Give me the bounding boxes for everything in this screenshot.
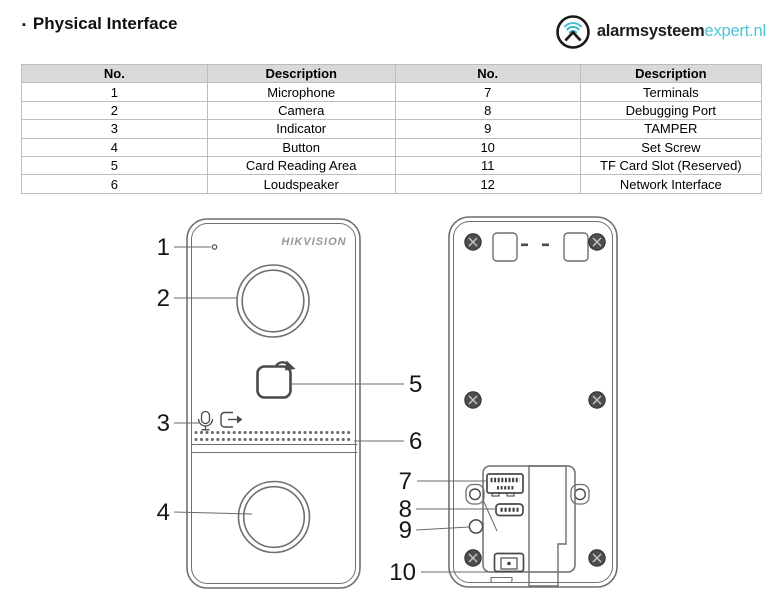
cell-desc: Loudspeaker (206, 174, 396, 194)
cell-no: 9 (394, 119, 581, 139)
cell-no: 4 (21, 137, 208, 157)
cell-desc: Indicator (206, 119, 396, 139)
table-row: 1 Microphone 7 Terminals (21, 82, 763, 102)
cell-desc: Card Reading Area (206, 155, 396, 176)
cell-no: 2 (21, 100, 208, 121)
callout-leader-lines (173, 246, 496, 573)
card-reading-area-icon (256, 360, 296, 399)
hikvision-brand-text: HIKVISION (281, 236, 346, 248)
logo-text-accent: expert.nl (704, 21, 767, 40)
screw-icon (588, 233, 606, 251)
interface-table: No. Description No. Description 1 Microp… (21, 63, 763, 194)
logo-text-bold: alarmsysteem (596, 21, 705, 40)
cell-desc: Camera (206, 100, 396, 121)
callout-label-1: 1 (157, 234, 170, 261)
table-row: 2 Camera 8 Debugging Port (21, 100, 763, 121)
camera-lens (236, 264, 310, 338)
cable-channel (528, 465, 567, 587)
cell-no: 12 (394, 174, 581, 194)
page-title: ▪ Physical Interface (22, 14, 177, 34)
back-panel-drawing (448, 216, 618, 588)
cell-desc: Debugging Port (579, 100, 763, 121)
debugging-port (495, 503, 524, 517)
cell-no: 8 (394, 100, 581, 121)
callout-label-4: 4 (157, 499, 170, 526)
screw-icon (464, 391, 482, 409)
cell-no: 6 (21, 174, 208, 194)
col-header-no-right: No. (394, 63, 581, 84)
screw-icon (464, 549, 482, 567)
cell-desc: Set Screw (579, 137, 763, 157)
cell-desc: Terminals (579, 82, 763, 102)
callout-label-7: 7 (399, 468, 412, 495)
cell-no: 5 (21, 155, 208, 176)
col-header-desc-left: Description (206, 63, 396, 84)
callout-label-2: 2 (157, 285, 170, 312)
table-row: 6 Loudspeaker 12 Network Interface (21, 174, 763, 194)
table-header-row: No. Description No. Description (21, 63, 763, 84)
page-title-text: Physical Interface (32, 14, 178, 33)
callout-label-9: 9 (399, 517, 412, 544)
microphone-hole (211, 244, 218, 250)
callout-label-3: 3 (157, 410, 170, 437)
card-exit-indicator-icon (220, 411, 243, 428)
alignment-dash (542, 243, 549, 247)
cell-desc: TAMPER (579, 119, 763, 139)
brand-logo: alarmsysteemexpert.nl (553, 10, 766, 52)
cell-no: 7 (394, 82, 581, 102)
mounting-slot (492, 232, 518, 262)
mounting-wing-tab (465, 483, 485, 505)
tamper-button (468, 519, 484, 534)
cell-no: 1 (21, 82, 208, 102)
alarm-wave-roof-icon (556, 15, 590, 49)
callout-label-6: 6 (409, 428, 422, 455)
cell-desc: TF Card Slot (Reserved) (579, 155, 763, 176)
front-panel-seam (192, 444, 358, 453)
loudspeaker-grille (194, 431, 353, 441)
panel-edge-line (482, 500, 498, 532)
col-header-no-left: No. (21, 63, 208, 84)
cell-desc: Network Interface (579, 174, 763, 194)
table-row: 3 Indicator 9 TAMPER (21, 119, 763, 139)
title-bullet-icon: ▪ (22, 18, 26, 31)
terminals-connector (486, 473, 524, 497)
screw-icon (588, 549, 606, 567)
bottom-notch (490, 576, 513, 584)
front-panel-drawing: HIKVISION (186, 218, 361, 589)
cell-desc: Microphone (206, 82, 396, 102)
mounting-slot (563, 232, 589, 262)
device-diagram: HIKVISION (157, 216, 618, 589)
call-button (237, 480, 311, 554)
mounting-wing-tab (570, 483, 590, 505)
table-row: 4 Button 10 Set Screw (21, 137, 763, 157)
callout-label-5: 5 (409, 371, 422, 398)
screw-icon (588, 391, 606, 409)
cell-no: 11 (394, 155, 581, 176)
callout-label-8: 8 (399, 496, 412, 523)
logo-wordmark: alarmsysteemexpert.nl (597, 22, 766, 41)
table-row: 5 Card Reading Area 11 TF Card Slot (Res… (21, 155, 763, 176)
col-header-desc-right: Description (579, 63, 763, 84)
alignment-dash (521, 243, 528, 247)
microphone-indicator-icon (197, 410, 214, 431)
callout-label-10: 10 (389, 559, 416, 586)
cell-no: 10 (394, 137, 581, 157)
cell-no: 3 (21, 119, 208, 139)
screw-icon (464, 233, 482, 251)
set-screw (493, 552, 525, 573)
cell-desc: Button (206, 137, 396, 157)
